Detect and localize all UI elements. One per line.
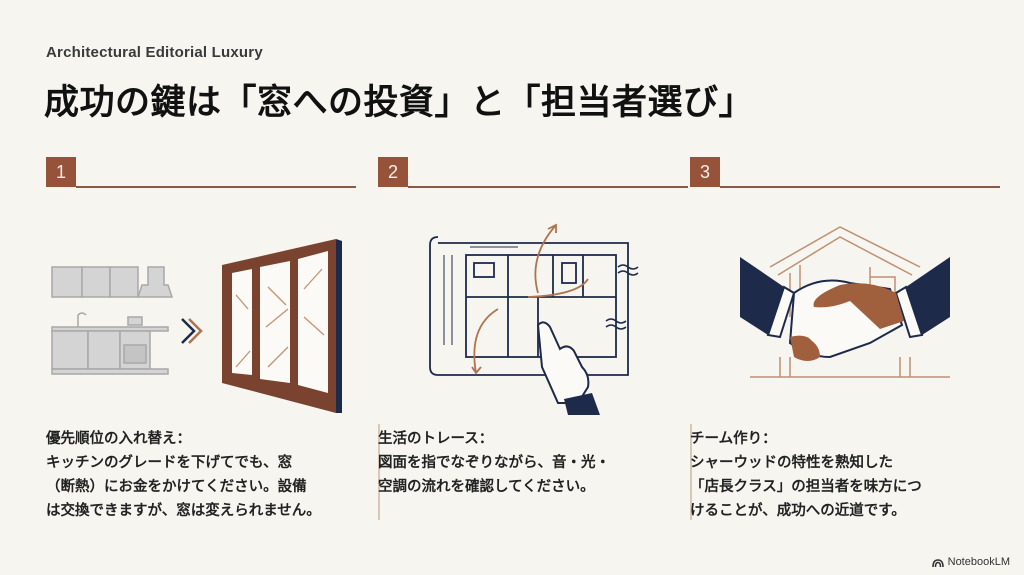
- step-number-badge: 1: [46, 157, 76, 187]
- handshake-icon: [740, 257, 950, 361]
- step-text-line: キッチンのグレードを下げてでも、窓: [46, 455, 293, 471]
- page-title: 成功の鍵は「窓への投資」と「担当者選び」: [44, 83, 755, 123]
- step-description: 優先順位の入れ替え： キッチンのグレードを下げてでも、窓 （断熱）にお金をかけて…: [46, 427, 356, 523]
- step-header: 2: [378, 157, 688, 189]
- step-number-badge: 2: [378, 157, 408, 187]
- handshake-illustration: [690, 217, 1000, 417]
- eyebrow-label: Architectural Editorial Luxury: [46, 44, 263, 61]
- column-divider: [690, 424, 692, 520]
- step-text-line: 「店長クラス」の担当者を味方につ: [690, 479, 922, 495]
- brand-label: NotebookLM: [947, 556, 1010, 568]
- chevron-right-icon: [181, 318, 203, 344]
- hand-pointer-icon: [536, 321, 600, 415]
- floorplan-trace-illustration: [378, 217, 688, 417]
- divider-line: [76, 186, 356, 188]
- kitchen-to-window-illustration: [46, 217, 356, 417]
- step-column-2: 2: [378, 157, 688, 495]
- notebooklm-logo-icon: [931, 558, 944, 567]
- step-column-1: 1: [46, 157, 356, 519]
- waves-icon: [605, 264, 639, 330]
- step-heading: チーム作り：: [690, 431, 777, 447]
- step-heading: 生活のトレース：: [378, 431, 494, 447]
- step-text-line: （断熱）にお金をかけてください。設備: [46, 479, 307, 495]
- step-header: 1: [46, 157, 356, 189]
- step-text-line: は交換できますが、窓は変えられません。: [46, 503, 321, 519]
- column-divider: [378, 424, 380, 520]
- kitchen-icon: [51, 266, 174, 375]
- step-heading: 優先順位の入れ替え：: [46, 431, 191, 447]
- flow-arrow-icon: [471, 223, 589, 375]
- step-column-3: 3 チーム作り： シャ: [690, 157, 1000, 519]
- step-text-line: 空調の流れを確認してください。: [378, 479, 595, 495]
- step-text-line: シャーウッドの特性を熟知した: [690, 455, 893, 471]
- divider-line: [720, 186, 1000, 188]
- divider-line: [408, 186, 688, 188]
- step-description: チーム作り： シャーウッドの特性を熟知した 「店長クラス」の担当者を味方につ け…: [690, 427, 1000, 523]
- step-description: 生活のトレース： 図面を指でなぞりながら、音・光・ 空調の流れを確認してください…: [378, 427, 688, 499]
- step-number-badge: 3: [690, 157, 720, 187]
- step-text-line: 図面を指でなぞりながら、音・光・: [378, 455, 610, 471]
- step-text-line: けることが、成功への近道です。: [690, 503, 906, 519]
- step-header: 3: [690, 157, 1000, 189]
- brand-footer: NotebookLM: [931, 556, 1010, 568]
- window-icon: [222, 239, 342, 413]
- blueprint-icon: [429, 236, 629, 376]
